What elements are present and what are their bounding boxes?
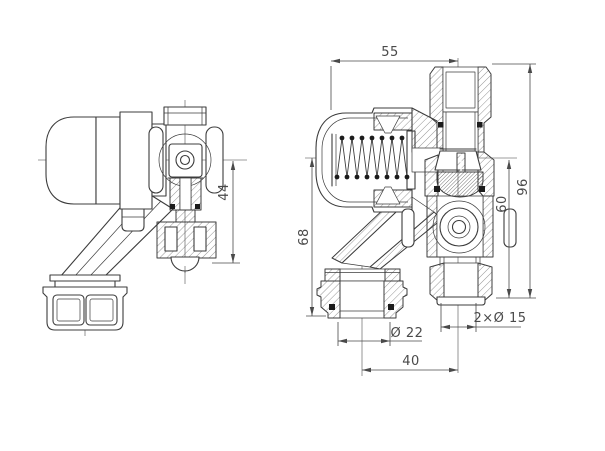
thread-bore — [445, 71, 476, 109]
thermostatic-head — [45, 111, 167, 232]
dim-44-label: 44 — [217, 183, 232, 201]
right-view: 55 96 60 68 — [297, 45, 536, 376]
head-section — [315, 107, 416, 213]
spring-coil-ends — [334, 135, 410, 180]
tail-piece — [156, 177, 217, 273]
valve-tail-cup — [170, 256, 200, 272]
dim-96-label: 96 — [516, 178, 531, 196]
o-ring-right — [195, 204, 200, 209]
dimension-2x-dia15: 2×Ø 15 — [440, 303, 526, 332]
top-fitting — [429, 66, 492, 153]
dim-2x-dia15-label: 2×Ø 15 — [473, 311, 526, 326]
seal-ring-left — [434, 186, 440, 192]
valve-body-section — [401, 107, 517, 258]
bottom-fitting — [429, 256, 493, 306]
dim-60-label: 60 — [495, 195, 510, 213]
dim-68-label: 68 — [297, 228, 312, 246]
left-outlet-fitting — [316, 268, 408, 319]
o-ring-left — [170, 204, 175, 209]
union-nut — [42, 274, 128, 331]
dim-55-label: 55 — [381, 45, 399, 60]
spindle-hole — [179, 154, 191, 166]
dim-dia22-label: Ø 22 — [391, 326, 424, 341]
dimension-96: 96 — [492, 63, 536, 299]
valve-seal — [436, 171, 484, 198]
o-ring-left — [329, 304, 335, 310]
top-port-stub — [163, 106, 207, 126]
dimension-44: 44 — [212, 161, 240, 264]
dimension-60: 60 — [495, 160, 512, 298]
o-ring-right — [477, 122, 483, 128]
dimension-68: 68 — [297, 158, 326, 317]
dimension-dia22: Ø 22 — [337, 322, 424, 346]
o-ring-right — [388, 304, 394, 310]
dimension-55: 55 — [330, 45, 458, 110]
dim-40-label: 40 — [402, 354, 420, 369]
locking-clip — [121, 208, 145, 232]
seal-ring-right — [479, 186, 485, 192]
left-view: 44 — [38, 100, 247, 336]
valve-body-side — [148, 106, 224, 194]
adjustment-ring — [119, 111, 153, 210]
dimension-40: 40 — [362, 354, 458, 373]
o-ring-left — [438, 122, 444, 128]
